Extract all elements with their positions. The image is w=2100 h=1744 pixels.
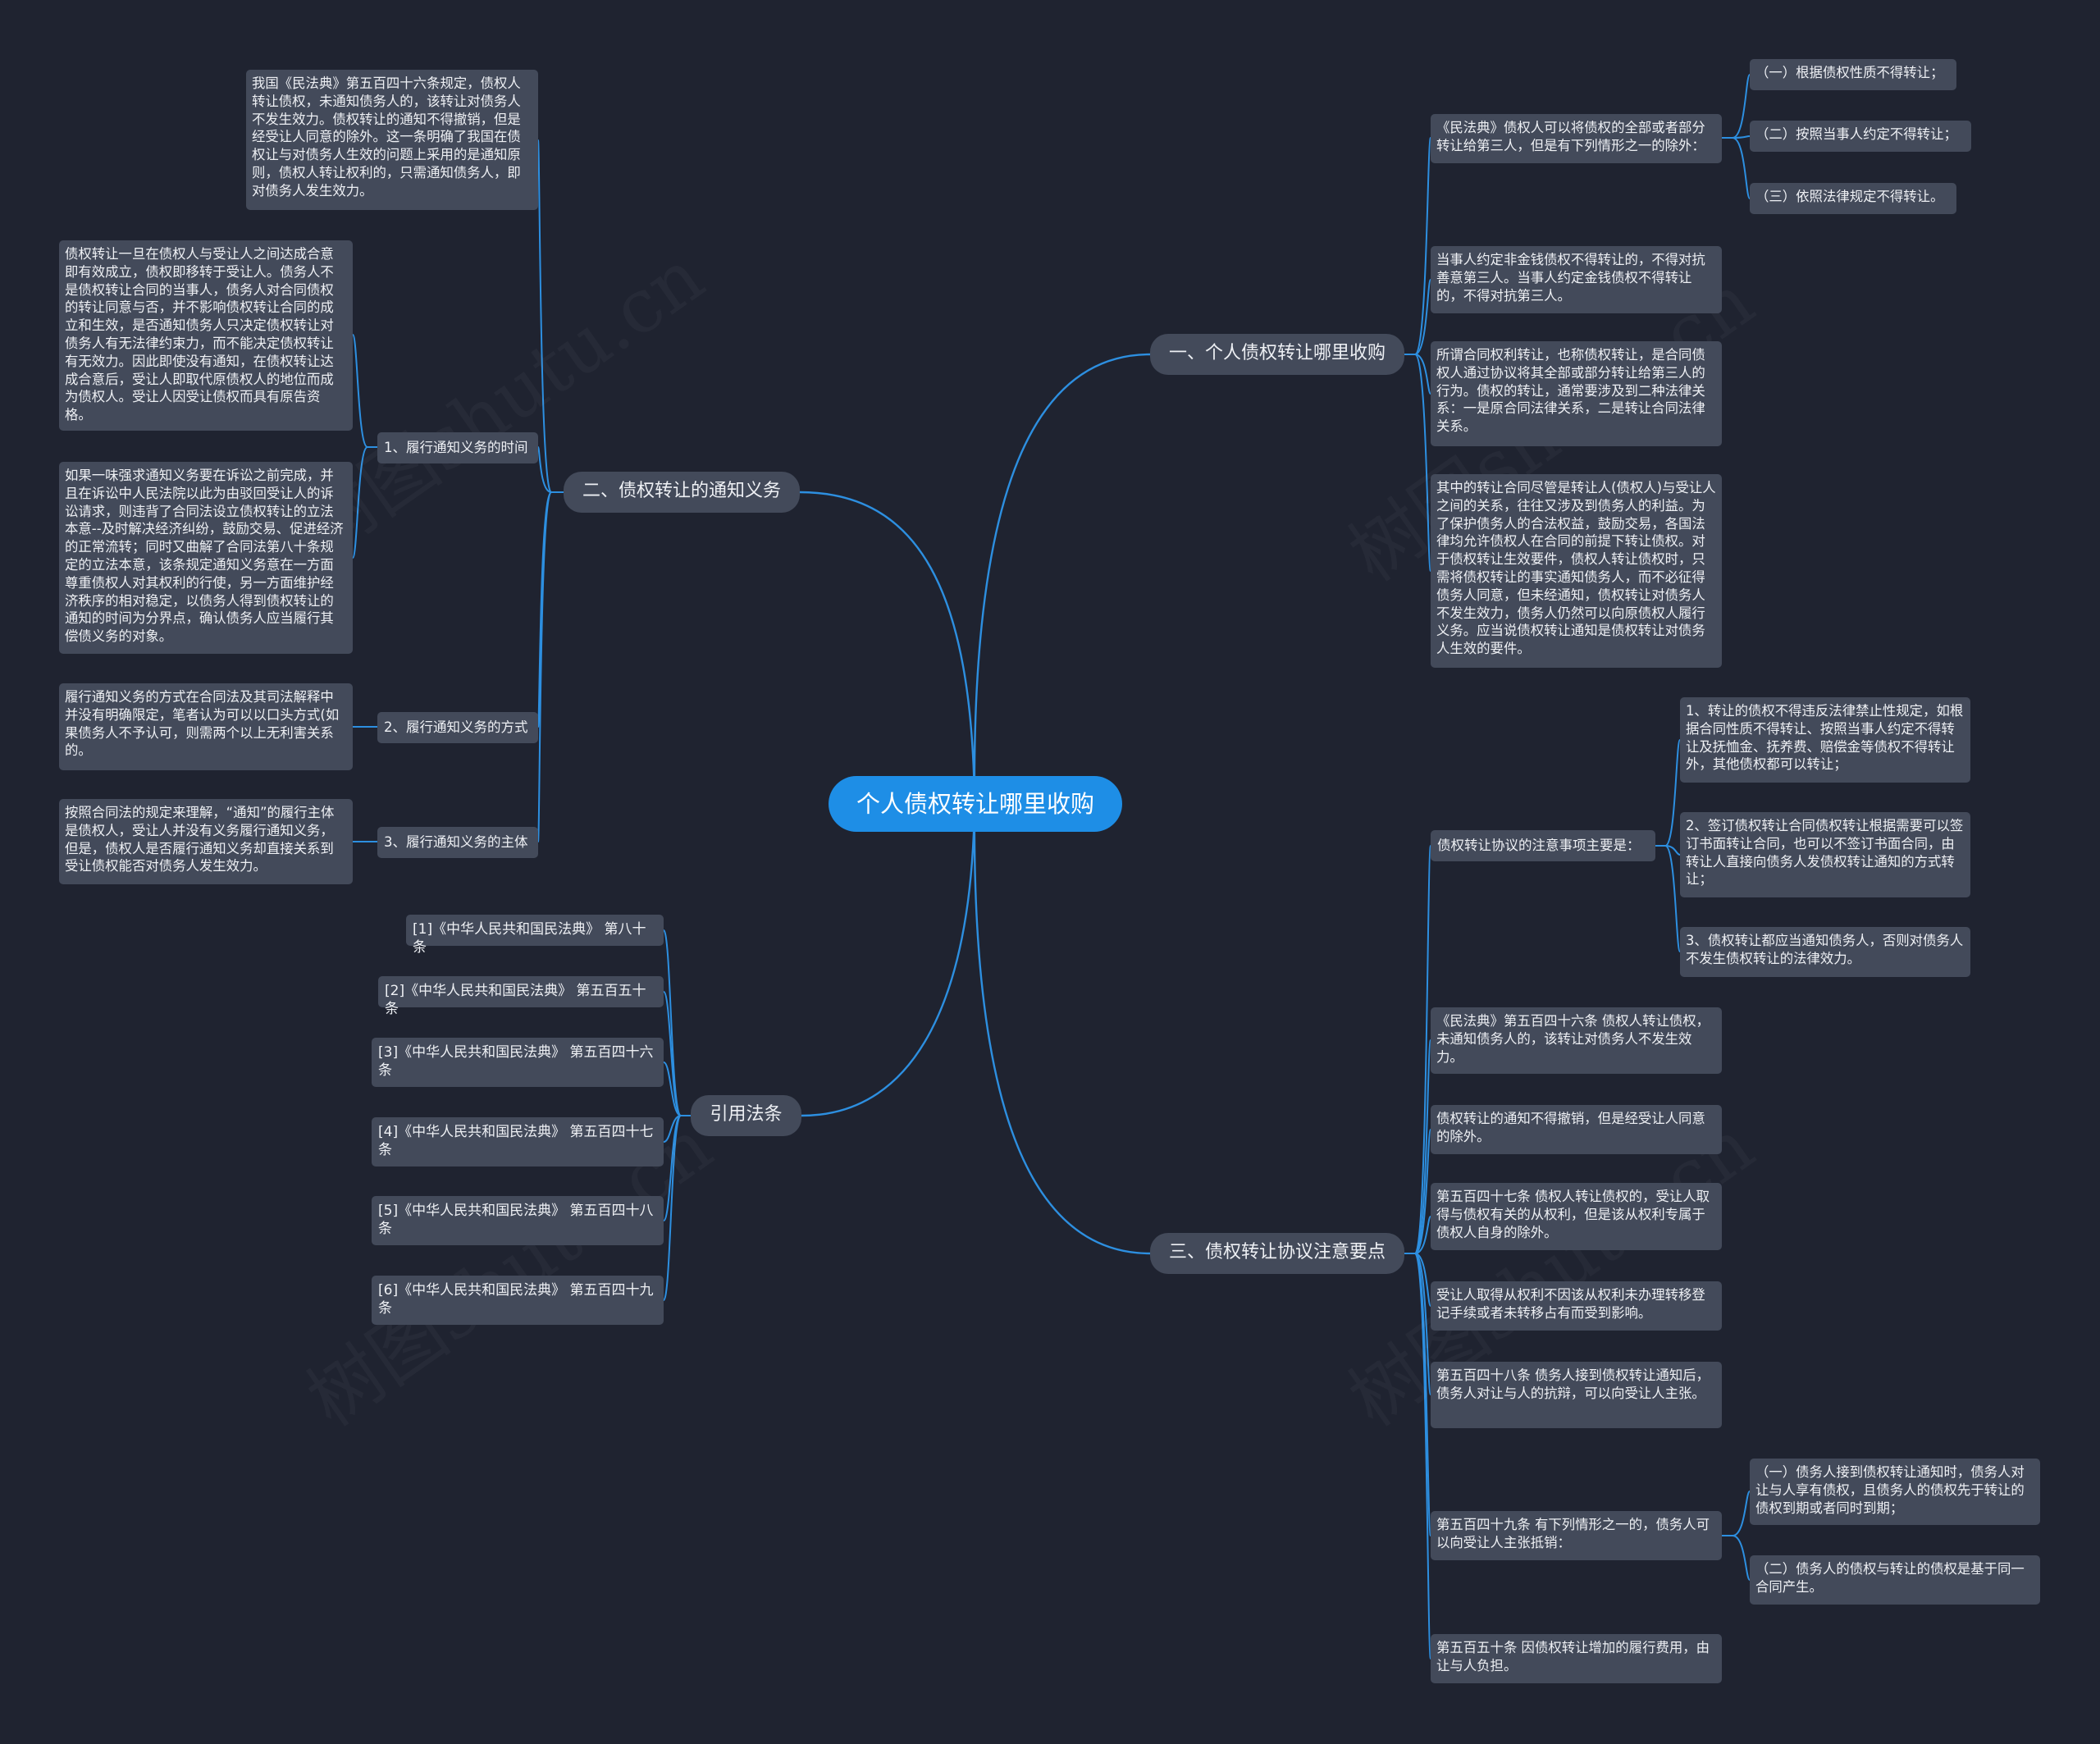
link-item0-ex0 [1722, 74, 1751, 139]
link-root-b3 [973, 803, 1151, 1255]
note-notification-method: 履行通知义务的方式在合同法及其司法解释中并没有明确限定，笔者认为可以以口头方式(… [59, 683, 353, 770]
exception-by-agreement: （二）按照当事人约定不得转让； [1750, 121, 1971, 152]
attention-legal-restriction: 1、转让的债权不得违反法律禁止性规定，如根据合同性质不得转让、按照当事人约定不得… [1680, 697, 1970, 783]
note-non-monetary-debt: 当事人约定非金钱债权不得转让的，不得对抗善意第三人。当事人约定金钱债权不得转让的… [1431, 246, 1722, 313]
note-article-550: 第五百五十条 因债权转让增加的履行费用，由让与人负担。 [1431, 1634, 1722, 1683]
attention-sign-contract: 2、签订债权转让合同债权转让根据需要可以签订书面转让合同，也可以不签订书面合同，… [1680, 812, 1970, 897]
link-b3-i0 [1404, 1039, 1431, 1254]
link-b3-i6 [1404, 1253, 1431, 1660]
link-b3-att [1404, 845, 1431, 1254]
link-b4-c0 [663, 929, 691, 1116]
link-sub1-n2 [352, 446, 377, 559]
note-transfer-effective: 债权转让一旦在债权人与受让人之间达成合意即有效成立，债权即移转于受让人。债务人不… [59, 240, 353, 431]
note-civil-code-546: 我国《民法典》第五百四十六条规定，债权人转让债权，未通知债务人的，该转让对债务人… [246, 70, 538, 210]
note-attention-items: 债权转让协议的注意事项主要是： [1431, 830, 1655, 861]
note-subsidiary-right: 受让人取得从权利不因该从权利未办理转移登记手续或者未转移占有而受到影响。 [1431, 1281, 1722, 1331]
link-b3-i1 [1404, 1129, 1431, 1254]
note-article-549: 第五百四十九条 有下列情形之一的，债务人可以向受让人主张抵销： [1431, 1511, 1722, 1560]
branch-cited-articles[interactable]: 引用法条 [691, 1095, 801, 1136]
sub-notification-time[interactable]: 1、履行通知义务的时间 [377, 432, 538, 463]
note-article-546: 《民法典》第五百四十六条 债权人转让债权，未通知债务人的，该转让对债务人不发生效… [1431, 1007, 1722, 1074]
attention-notify-debtor: 3、债权转让都应当通知债务人，否则对债务人不发生债权转让的法律效力。 [1680, 927, 1970, 977]
note-litigation-notification: 如果一味强求通知义务要在诉讼之前完成，并且在诉讼中人民法院以此为由驳回受让人的诉… [59, 462, 353, 654]
branch-agreement-key-points[interactable]: 三、债权转让协议注意要点 [1150, 1233, 1404, 1274]
link-b1-item2 [1404, 354, 1431, 395]
link-b1-item1 [1404, 279, 1431, 355]
note-transfer-contract-detail: 其中的转让合同尽管是转让人(债权人)与受让人之间的关系，往往又涉及到债务人的利益… [1431, 474, 1722, 668]
root-topic[interactable]: 个人债权转让哪里收购 [829, 776, 1122, 832]
citation-article-80[interactable]: [1]《中华人民共和国民法典》 第八十条 [406, 915, 664, 956]
offset-case-same-contract: （二）债务人的债权与转让的债权是基于同一合同产生。 [1750, 1555, 2040, 1605]
link-root-b1 [973, 353, 1151, 805]
link-b1-item0 [1404, 137, 1431, 355]
note-notification-subject: 按照合同法的规定来理解，“通知”的履行主体是债权人，受让人并没有义务履行通知义务… [59, 799, 353, 884]
note-civil-code-exceptions: 《民法典》债权人可以将债权的全部或者部分转让给第三人，但是有下列情形之一的除外： [1431, 114, 1722, 163]
citation-article-548[interactable]: [5]《中华人民共和国民法典》 第五百四十八条 [372, 1196, 664, 1245]
note-article-547: 第五百四十七条 债权人转让债权的，受让人取得与债权有关的从权利，但是该从权利专属… [1431, 1183, 1722, 1250]
sub-notification-subject[interactable]: 3、履行通知义务的主体 [377, 827, 538, 858]
link-b2-sub1 [537, 446, 564, 493]
citation-article-547[interactable]: [4]《中华人民共和国民法典》 第五百四十七条 [372, 1117, 664, 1166]
note-contract-right-transfer: 所谓合同权利转让，也称债权转让，是合同债权人通过协议将其全部或部分转让给第三人的… [1431, 341, 1722, 446]
link-root-b4 [801, 803, 976, 1117]
citation-article-546[interactable]: [3]《中华人民共和国民法典》 第五百四十六条 [372, 1038, 664, 1087]
link-b4-c5 [663, 1115, 691, 1301]
link-att-0 [1655, 739, 1681, 847]
branch-personal-debt-purchase[interactable]: 一、个人债权转让哪里收购 [1150, 334, 1404, 375]
link-i5-c1 [1722, 1535, 1751, 1581]
offset-case-mature-claim: （一）债务人接到债权转让通知时，债务人对让与人享有债权，且债务人的债权先于转让的… [1750, 1459, 2040, 1525]
link-root-b2 [799, 491, 976, 805]
link-b1-item3 [1404, 354, 1431, 572]
citation-article-550[interactable]: [2]《中华人民共和国民法典》 第五百五十条 [378, 976, 664, 1017]
exception-by-law: （三）依照法律规定不得转让。 [1750, 183, 1956, 214]
link-i5-c0 [1722, 1491, 1751, 1536]
branch-notification-duty[interactable]: 二、债权转让的通知义务 [564, 472, 800, 513]
citation-article-549[interactable]: [6]《中华人民共和国民法典》 第五百四十九条 [372, 1276, 664, 1325]
sub-notification-method[interactable]: 2、履行通知义务的方式 [377, 712, 538, 743]
note-article-548: 第五百四十八条 债务人接到债权转让通知后，债务人对让与人的抗辩，可以向受让人主张… [1431, 1362, 1722, 1428]
link-sub1-n1 [352, 334, 377, 448]
exception-by-nature: （一）根据债权性质不得转让； [1750, 59, 1956, 90]
link-item0-ex2 [1722, 137, 1751, 199]
note-notice-irrevocable: 债权转让的通知不得撤销，但是经受让人同意的除外。 [1431, 1105, 1722, 1154]
link-att-2 [1655, 845, 1681, 952]
link-b2-top [537, 139, 564, 493]
link-b2-sub3 [537, 491, 564, 842]
